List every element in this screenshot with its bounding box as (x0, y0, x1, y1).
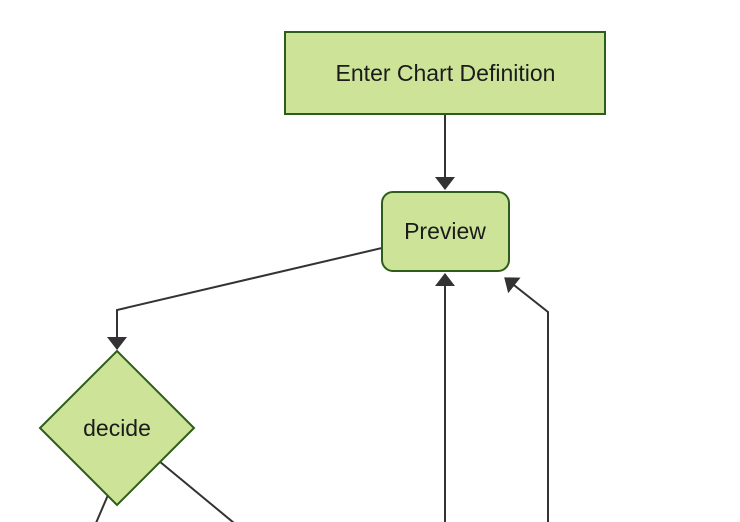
edge-decide-to-offscreen-left (95, 494, 109, 522)
edge-preview-to-decide (107, 247, 383, 350)
node-decide-shape (38, 349, 196, 507)
edge-offscreen-right-to-preview (504, 277, 549, 522)
edge-decide-to-offscreen-bottom (158, 460, 235, 522)
node-enter-chart-definition-shape (284, 31, 606, 115)
node-preview-shape (381, 191, 510, 272)
